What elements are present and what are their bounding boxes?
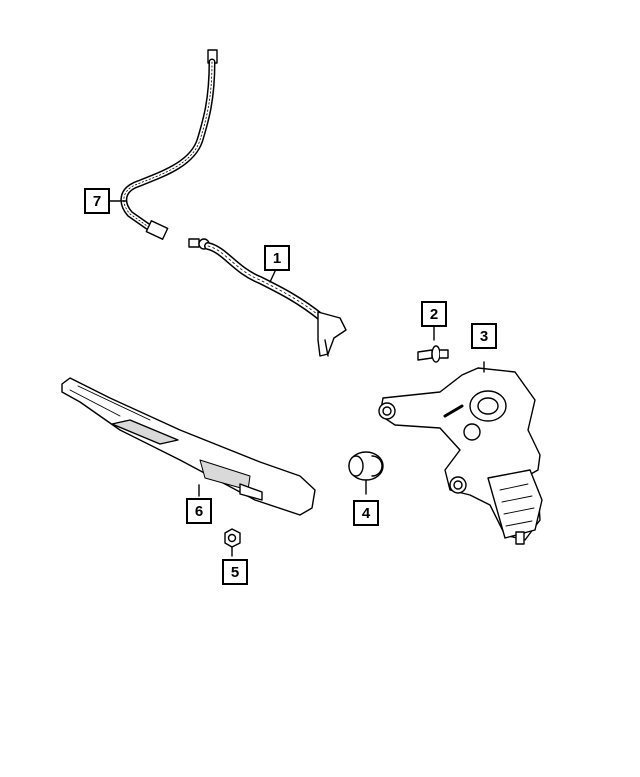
wiper-arm-part-6 [61,377,316,516]
grommet-part-4 [348,451,384,495]
wiring-harness-part-7 [120,49,218,240]
nut-part-5 [224,528,241,557]
callout-5: 5 [222,559,248,585]
callout-1: 1 [264,245,290,271]
callout-3: 3 [471,323,497,349]
washer-hose-part-1 [188,238,347,357]
callout-2: 2 [421,301,447,327]
callout-7: 7 [84,188,110,214]
callout-4: 4 [353,500,379,526]
callout-6: 6 [186,498,212,524]
fastener-part-2 [417,326,449,363]
wiper-motor-part-3 [378,361,543,545]
